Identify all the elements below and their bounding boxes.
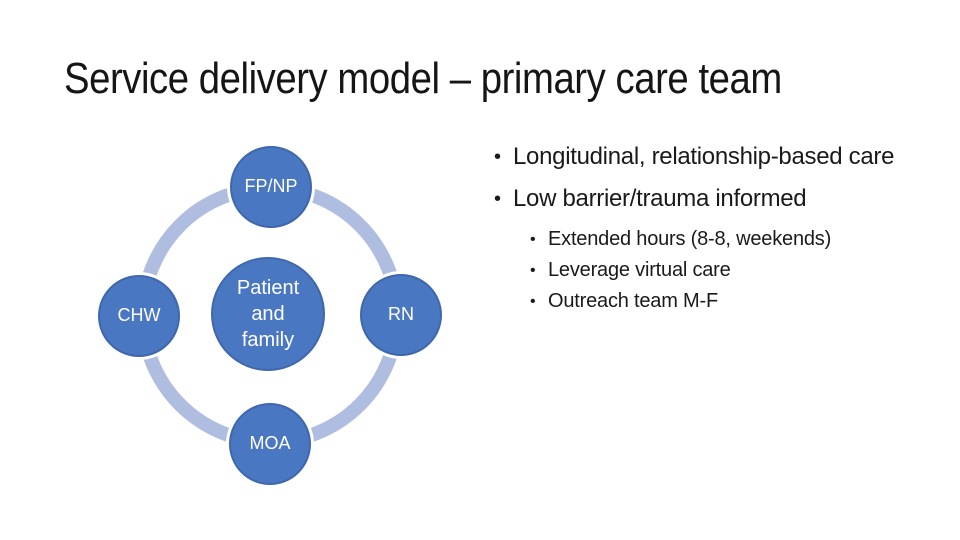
- bullet-marker: •: [494, 188, 501, 210]
- bullet-list-level1: • Longitudinal, relationship-based care …: [484, 140, 934, 317]
- bullet-text: Longitudinal, relationship-based care: [513, 143, 895, 170]
- node-label: MOA: [249, 433, 291, 454]
- bullet-marker: •: [530, 262, 536, 279]
- sub-bullet-item: • Extended hours (8-8, weekends): [520, 224, 934, 255]
- bullet-item: • Longitudinal, relationship-based care: [484, 140, 934, 174]
- care-team-cycle-diagram: Patient and family FP/NP CHW RN MOA: [95, 143, 445, 488]
- node-moa: MOA: [226, 400, 314, 488]
- node-chw: CHW: [95, 272, 183, 360]
- sub-bullet-item: • Leverage virtual care: [520, 255, 934, 286]
- sub-bullet-item: • Outreach team M-F: [520, 286, 934, 317]
- bullet-text: Extended hours (8-8, weekends): [548, 228, 832, 250]
- bullet-text: Outreach team M-F: [548, 290, 718, 312]
- bullet-list: • Longitudinal, relationship-based care …: [484, 140, 934, 317]
- bullet-text: Leverage virtual care: [548, 259, 731, 281]
- bullet-item: • Low barrier/trauma informed: [484, 182, 934, 216]
- node-label: RN: [388, 304, 414, 325]
- node-rn: RN: [357, 271, 445, 359]
- bullet-text: Low barrier/trauma informed: [513, 185, 807, 212]
- bullet-marker: •: [530, 293, 536, 310]
- bullet-marker: •: [530, 231, 536, 248]
- bullet-marker: •: [494, 146, 501, 168]
- bullet-sublist-container: • Extended hours (8-8, weekends) • Lever…: [484, 224, 934, 317]
- bullet-list-level2: • Extended hours (8-8, weekends) • Lever…: [520, 224, 934, 317]
- node-label: Patient and family: [236, 277, 300, 351]
- node-label: CHW: [117, 305, 161, 326]
- node-fp-np: FP/NP: [227, 143, 315, 231]
- node-patient-and-family: Patient and family: [208, 254, 328, 374]
- slide-title: Service delivery model – primary care te…: [64, 54, 782, 103]
- node-label: FP/NP: [244, 176, 298, 197]
